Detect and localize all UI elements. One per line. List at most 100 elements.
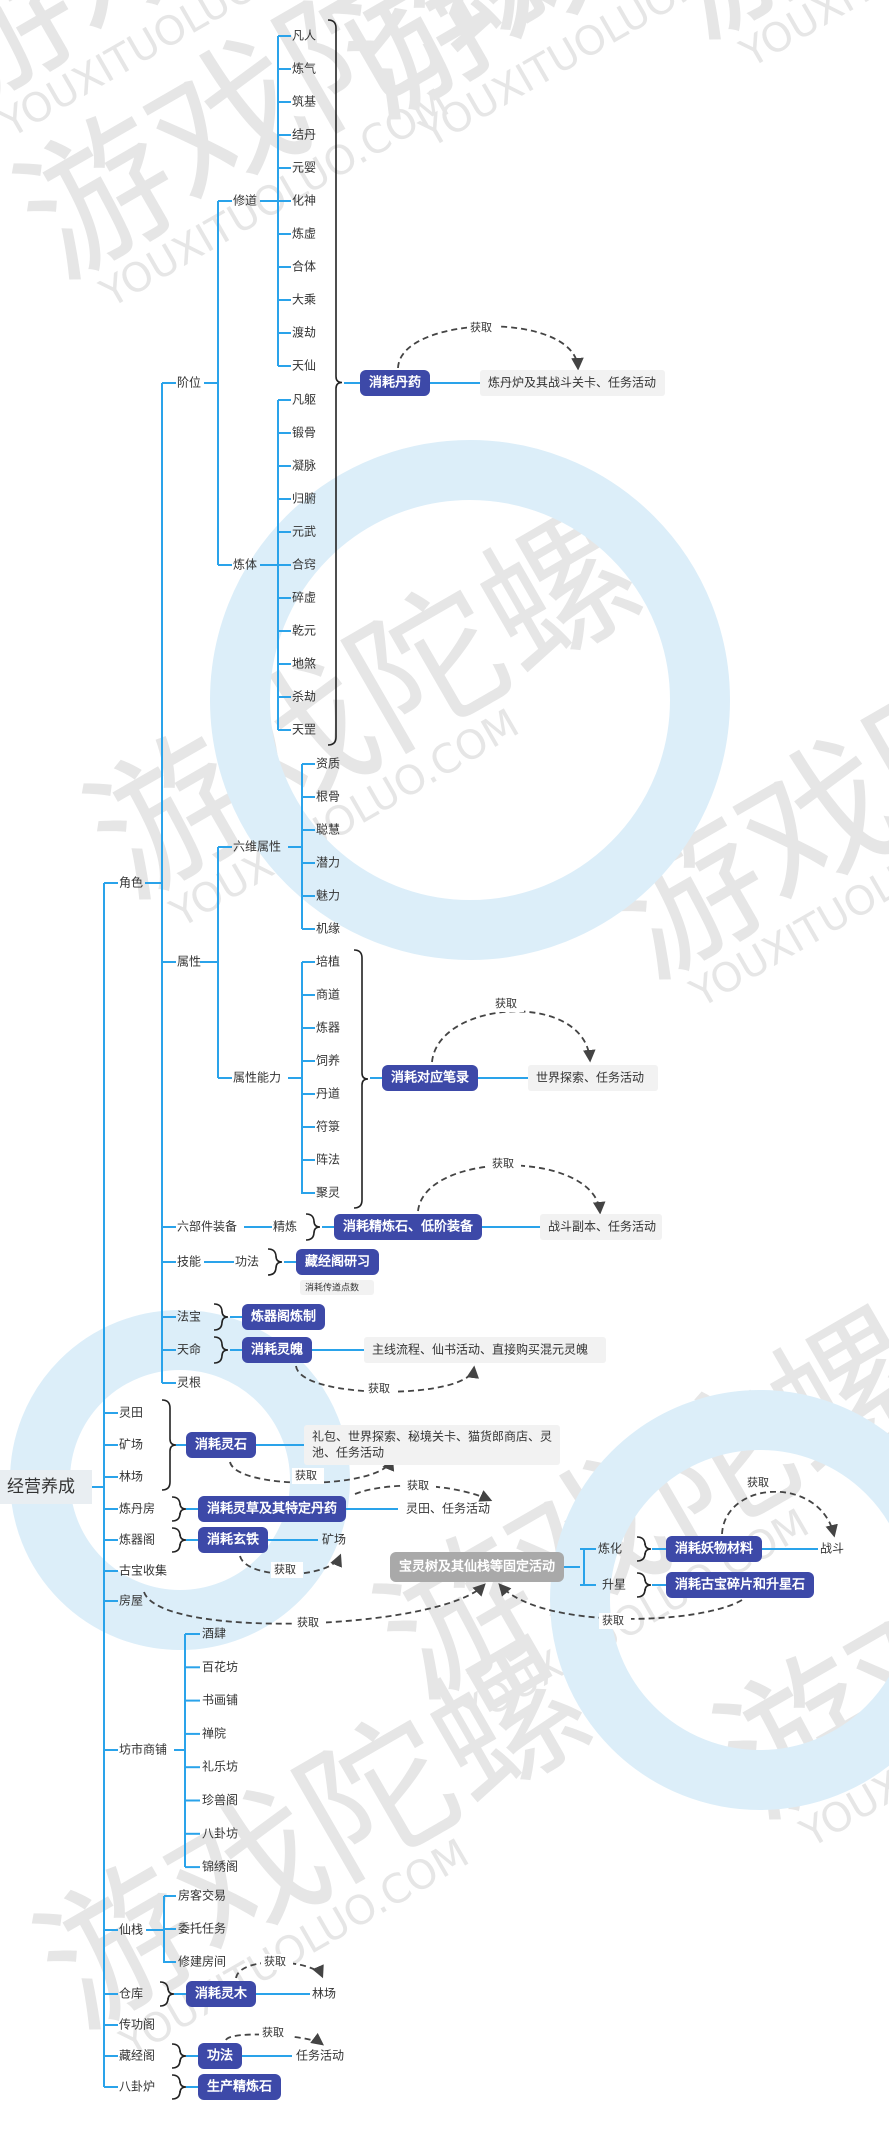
- attr-nengli-5: 符箓: [316, 1119, 340, 1134]
- consume-lianqi-lianzhi[interactable]: 炼器阁炼制: [242, 1304, 325, 1330]
- source-bilu-bg: [528, 1065, 658, 1091]
- watermark-layer: 游戏陀螺YOUXITUOLUO.COM游戏陀螺YOUXITUOLUO.COM游戏…: [0, 0, 889, 2067]
- watermark-text: 游戏陀螺: [61, 480, 668, 931]
- source-lingshi-bg: [304, 1425, 560, 1465]
- obtain-label: 获取: [602, 1614, 624, 1627]
- branch-liubujian: 六部件装备: [177, 1219, 237, 1234]
- stage-lianti-10: 天罡: [292, 723, 316, 737]
- consume-lingcao[interactable]: 消耗灵草及其特定丹药: [198, 1496, 346, 1522]
- obtain-label: 获取: [295, 1469, 317, 1482]
- stage-xiudao-3: 结丹: [292, 128, 316, 142]
- consume-yaowu[interactable]: 消耗妖物材料: [666, 1536, 762, 1562]
- source-xuantie: 矿场: [322, 1533, 346, 1547]
- branch-kuangchang: 矿场: [119, 1438, 143, 1452]
- stage-lianti-9: 杀劫: [292, 689, 316, 704]
- branch-xiudao: 修道: [233, 193, 257, 208]
- brace-nengli: [353, 949, 369, 1209]
- shop-1: 百花坊: [202, 1659, 238, 1674]
- obtain-arrow-bilu: [431, 1010, 596, 1063]
- stage-xiudao-6: 炼虚: [292, 226, 316, 241]
- root-node-bg: [0, 1470, 92, 1504]
- branch-chuangongge: 传功阁: [119, 2017, 155, 2032]
- source-jinglian-bg: [540, 1214, 662, 1240]
- shop-3: 禅院: [202, 1726, 226, 1740]
- consume-yaowu-label: 消耗妖物材料: [675, 1541, 753, 1557]
- node-layer: 经营养成角色阶位修道炼体凡人炼气筑基结丹元婴化神炼虚合体大乘渡劫天仙凡躯锻骨凝脉…: [0, 29, 844, 2100]
- branch-fangwu: 房屋: [119, 1593, 143, 1608]
- brace-cangjingge: [171, 2043, 187, 2069]
- attr-nengli-4: 丹道: [316, 1087, 340, 1101]
- branch-lingtian: 灵田: [119, 1406, 143, 1420]
- branch-baguaju: 八卦炉: [119, 2080, 155, 2094]
- brace-jinglian: [305, 1213, 321, 1241]
- node-shengxing: 升星: [602, 1578, 626, 1592]
- stage-lianti-3: 归腑: [292, 491, 316, 506]
- consume-guba-label: 消耗古宝碎片和升星石: [675, 1577, 805, 1593]
- obtain-label-bg: [259, 2025, 291, 2041]
- consume-guba[interactable]: 消耗古宝碎片和升星石: [666, 1572, 814, 1598]
- branch-gongfa: 功法: [235, 1255, 259, 1269]
- obtain-label: 获取: [495, 997, 517, 1010]
- consume-lingcao-label: 消耗灵草及其特定丹药: [207, 1501, 337, 1517]
- consume-cangjing-yanxi-label: 藏经阁研习: [305, 1254, 370, 1270]
- attr-nengli-3: 饲养: [316, 1053, 340, 1068]
- obtain-label-bg: [492, 996, 524, 1012]
- shop-4: 礼乐坊: [202, 1759, 238, 1774]
- source-lingmu: 林场: [312, 1987, 336, 2001]
- obtain-arrow-danyao: [397, 325, 584, 371]
- xianzhan-2: 修建房间: [178, 1954, 226, 1969]
- consume-lingmu[interactable]: 消耗灵木: [186, 1981, 256, 2007]
- consume-shengchan-label: 生产精炼石: [207, 2079, 272, 2095]
- consume-lianqi-lianzhi-label: 炼器阁炼制: [251, 1309, 316, 1325]
- branch-jineng: 技能: [177, 1255, 201, 1269]
- source-linghun-bg: [364, 1337, 606, 1363]
- branch-cangku: 仓库: [119, 1986, 143, 2001]
- obtain-label-bg: [467, 320, 499, 336]
- node-baoling[interactable]: 宝灵树及其仙栈等固定活动: [390, 1552, 564, 1582]
- attr-nengli-7: 聚灵: [316, 1186, 340, 1200]
- note-bg: [300, 1280, 374, 1295]
- obtain-label-bg: [292, 1468, 324, 1484]
- stage-lianti-6: 碎虚: [292, 590, 316, 605]
- stage-lianti-4: 元武: [292, 525, 316, 539]
- brace-tianming: [213, 1336, 229, 1364]
- consume-bilu[interactable]: 消耗对应笔录: [382, 1065, 478, 1091]
- stage-xiudao-8: 大乘: [292, 293, 316, 307]
- consume-jinglianshi[interactable]: 消耗精炼石、低阶装备: [334, 1214, 482, 1240]
- branch-gubao: 古宝收集: [119, 1563, 167, 1578]
- brace-gongfa: [267, 1248, 283, 1276]
- stage-xiudao-0: 凡人: [292, 29, 316, 43]
- obtain-label: 获取: [470, 321, 492, 334]
- source-lingshi: 池、任务活动: [312, 1445, 384, 1460]
- consume-linghun[interactable]: 消耗灵魄: [242, 1337, 312, 1363]
- consume-gongfa[interactable]: 功法: [198, 2043, 242, 2069]
- source-lingshi: 礼包、世界探索、秘境关卡、猫货郎商店、灵: [312, 1429, 552, 1444]
- stage-lianti-1: 锻骨: [292, 426, 316, 440]
- stage-lianti-2: 凝脉: [292, 458, 316, 473]
- brace-lianhua: [636, 1536, 652, 1562]
- stage-xiudao-1: 炼气: [292, 61, 316, 76]
- watermark-swirl: [210, 440, 730, 960]
- brace-liandanfang: [171, 1496, 187, 1522]
- source-danyao-bg: [480, 370, 665, 396]
- consume-xuantie[interactable]: 消耗玄铁: [198, 1527, 268, 1553]
- attr-liuwei-1: 根骨: [316, 790, 340, 804]
- branch-liandanfang: 炼丹房: [119, 1501, 155, 1516]
- consume-lingshi[interactable]: 消耗灵石: [186, 1432, 256, 1458]
- attr-nengli-6: 阵法: [316, 1153, 340, 1167]
- shop-2: 书画铺: [202, 1693, 238, 1707]
- branch-nengli: 属性能力: [233, 1071, 281, 1085]
- root-node: 经营养成: [7, 1477, 75, 1497]
- attr-nengli-1: 商道: [316, 987, 340, 1002]
- obtain-arrow-yaowu: [721, 1490, 838, 1538]
- consume-shengchan[interactable]: 生产精炼石: [198, 2074, 281, 2100]
- stage-xiudao-9: 渡劫: [292, 325, 316, 340]
- source-linghun: 主线流程、仙书活动、直接购买混元灵魄: [372, 1342, 588, 1357]
- consume-lingshi-label: 消耗灵石: [195, 1437, 247, 1453]
- shop-7: 锦绣阁: [202, 1860, 238, 1874]
- attr-liuwei-4: 魅力: [316, 888, 340, 903]
- consume-danyao[interactable]: 消耗丹药: [360, 370, 430, 396]
- consume-linghun-label: 消耗灵魄: [251, 1342, 303, 1358]
- consume-cangjing-yanxi[interactable]: 藏经阁研习: [296, 1249, 379, 1275]
- obtain-label: 获取: [407, 1479, 429, 1492]
